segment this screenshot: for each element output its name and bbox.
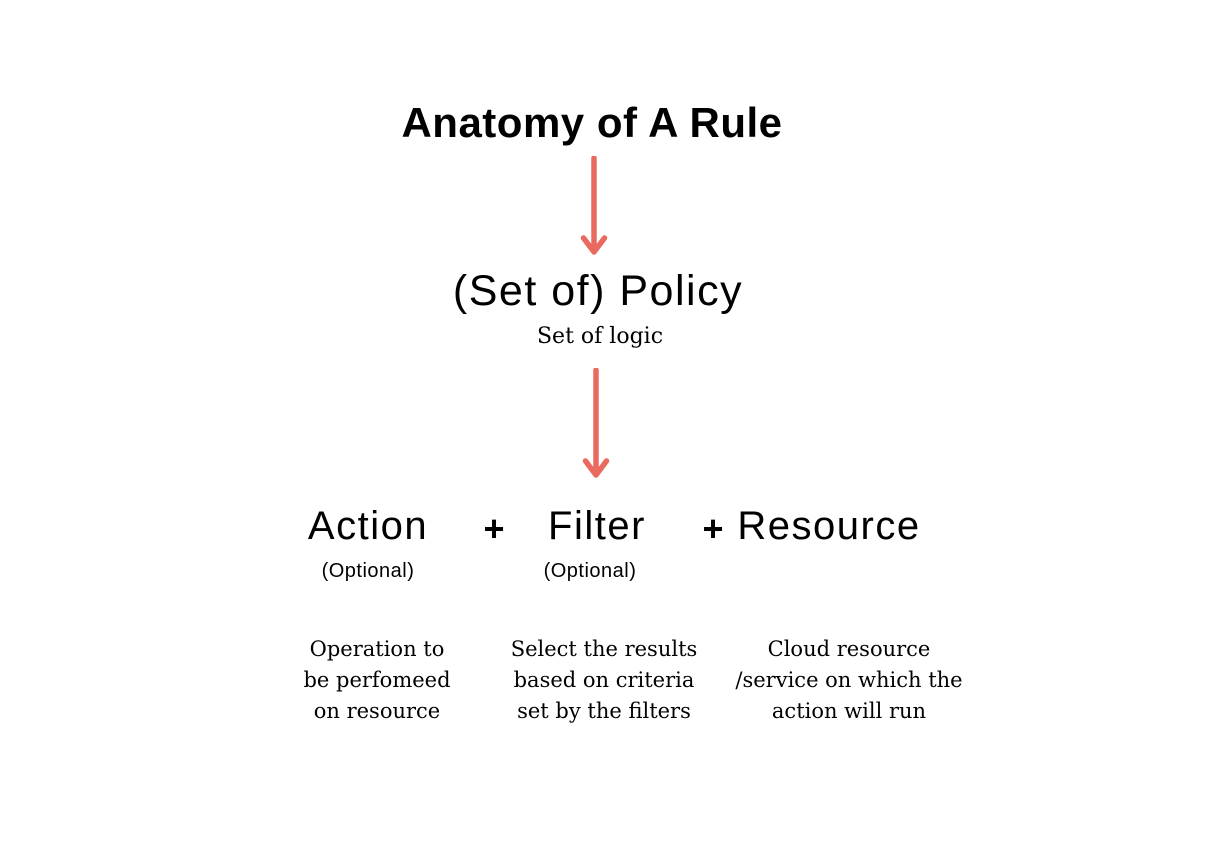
component-label-action: Action [307,504,429,548]
down-arrow-icon [580,156,608,255]
component-label-resource: Resource [737,504,921,548]
diagram-title: Anatomy of A Rule [401,99,783,146]
down-arrow-icon [582,368,610,478]
component-label-filter: Filter [548,504,646,548]
plus-separator: + [483,508,505,549]
policy-node-label: (Set of) Policy [452,267,744,315]
component-description-filter: Select the results based on criteria set… [510,637,698,723]
optional-tag-filter: (Optional) [543,560,637,582]
optional-tag-action: (Optional) [321,560,415,582]
component-description-action: Operation to be perfomeed on resource [303,637,451,723]
policy-node-sublabel: Set of logic [536,324,664,349]
component-description-resource: Cloud resource /service on which the act… [735,637,963,723]
plus-separator: + [702,508,724,549]
